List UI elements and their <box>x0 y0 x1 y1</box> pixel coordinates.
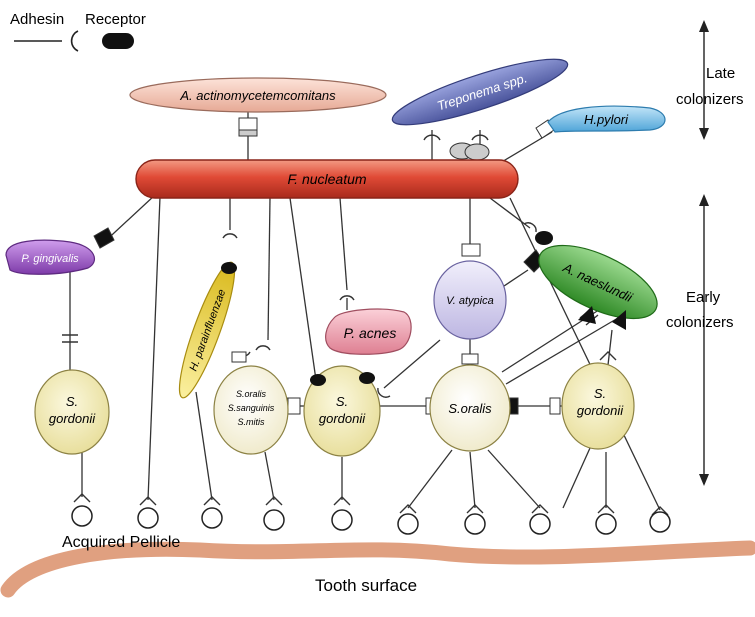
late-colonizers-label-2: colonizers <box>676 91 744 108</box>
s-oralis-group-label-2: S.sanguinis <box>228 403 275 413</box>
late-colonizers-label-1: Late <box>706 65 735 82</box>
tooth-surface-label: Tooth surface <box>315 576 417 595</box>
v-atypica-cell: V. atypica <box>434 261 506 339</box>
a-naeslundii-cell: A. naeslundii <box>529 230 668 333</box>
adhesin-symbol <box>14 31 78 51</box>
s-gordonii-right-cell: S. gordonii <box>562 363 634 449</box>
s-oralis-group-cell: S.oralis S.sanguinis S.mitis <box>214 366 288 454</box>
h-pylori-cell: H.pylori <box>548 106 665 132</box>
s-gordonii-left-label-2: gordonii <box>49 411 96 426</box>
a-actinomycetemcomitans-cell: A. actinomycetemcomitans <box>130 78 386 112</box>
s-gordonii-mid-label-2: gordonii <box>319 411 366 426</box>
p-acnes-label: P. acnes <box>344 325 397 341</box>
s-oralis-label: S.oralis <box>448 401 492 416</box>
pellicle-receptors <box>72 506 670 534</box>
s-gordonii-right-label-1: S. <box>594 386 606 401</box>
v-atypica-label: V. atypica <box>446 295 494 307</box>
legend: Adhesin Receptor <box>10 11 146 51</box>
legend-receptor-label: Receptor <box>85 11 146 28</box>
p-gingivalis-label: P. gingivalis <box>21 253 79 265</box>
receptor-symbol <box>102 33 134 49</box>
s-gordonii-mid-label-1: S. <box>336 394 348 409</box>
early-colonizers-arrow <box>699 194 709 486</box>
s-gordonii-left-label-1: S. <box>66 394 78 409</box>
s-gordonii-right-label-2: gordonii <box>577 403 624 418</box>
f-nucleatum-cell: F. nucleatum <box>136 160 518 198</box>
f-nucleatum-label: F. nucleatum <box>287 171 366 187</box>
s-gordonii-left-cell: S. gordonii <box>35 370 109 454</box>
s-oralis-group-label-3: S.mitis <box>238 417 266 427</box>
legend-adhesin-label: Adhesin <box>10 11 64 28</box>
h-parainfluenzae-receptor <box>221 262 237 274</box>
p-acnes-cell: P. acnes <box>326 309 411 354</box>
a-actinomycetemcomitans-label: A. actinomycetemcomitans <box>179 88 336 103</box>
s-oralis-cell: S.oralis <box>430 365 510 451</box>
s-oralis-group-label-1: S.oralis <box>236 389 267 399</box>
early-colonizers-label-2: colonizers <box>666 314 734 331</box>
p-gingivalis-cell: P. gingivalis <box>6 240 94 274</box>
acquired-pellicle-label: Acquired Pellicle <box>62 534 180 551</box>
h-pylori-label: H.pylori <box>584 112 629 127</box>
early-colonizers-label-1: Early <box>686 289 721 306</box>
